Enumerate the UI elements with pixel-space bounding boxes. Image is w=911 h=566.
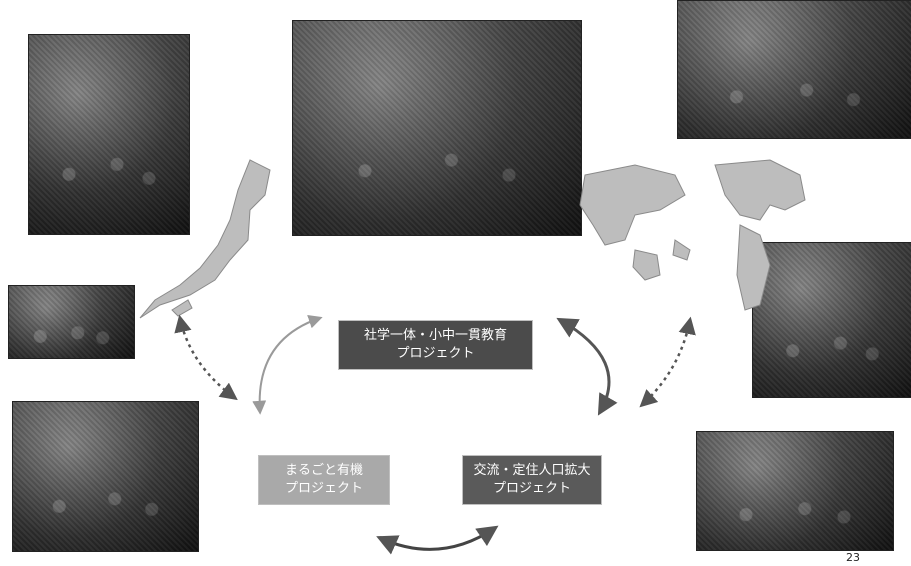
japan-map <box>139 159 271 319</box>
photo-audience-hall <box>696 431 894 551</box>
project-right-line2: プロジェクト <box>492 481 571 496</box>
arrow-right-cycle <box>556 317 618 416</box>
project-right-line1: 交流・定住人口拡大 <box>473 463 591 478</box>
page-number: 23 <box>846 551 860 564</box>
photo-classroom-gathering <box>12 401 199 552</box>
project-center-line2: プロジェクト <box>396 346 475 361</box>
project-left-line1: まるごと有機 <box>284 463 363 478</box>
photo-forest-group <box>292 20 582 236</box>
project-left-box: まるごと有機 プロジェクト <box>258 455 390 505</box>
arrow-dotted-left <box>174 314 238 401</box>
project-center-line1: 社学一体・小中一貫教育 <box>363 328 507 343</box>
arrow-bottom-cycle <box>376 525 499 555</box>
arrow-dotted-right <box>639 316 696 408</box>
photo-field-work <box>752 242 911 398</box>
project-left-line2: プロジェクト <box>284 481 363 496</box>
photo-monument-group <box>28 34 190 235</box>
photo-meeting-people <box>8 285 135 359</box>
photo-festival-crowd <box>677 0 911 139</box>
world-map <box>579 159 806 311</box>
project-center-box: 社学一体・小中一貫教育 プロジェクト <box>338 320 533 370</box>
arrow-left-cycle <box>252 314 323 415</box>
project-right-box: 交流・定住人口拡大 プロジェクト <box>462 455 602 505</box>
